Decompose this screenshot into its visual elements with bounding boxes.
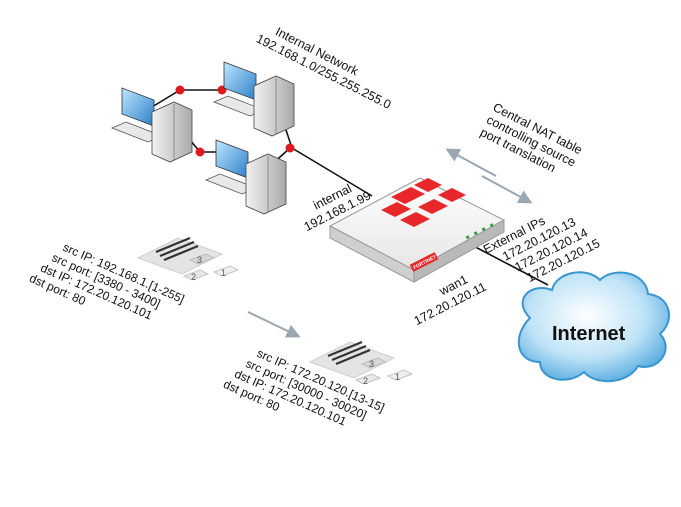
packet-after: 3 2 1	[308, 340, 414, 386]
fortinet-logo-icon	[381, 178, 466, 227]
fragment-number: 3	[369, 359, 374, 369]
fragment-number: 2	[363, 376, 368, 386]
packet-icon	[136, 237, 224, 275]
nat-arrow-down	[481, 175, 533, 204]
packet-before: 3 2 1	[136, 236, 240, 282]
workstation-3	[204, 139, 287, 215]
packet-fragment	[212, 265, 240, 277]
nat-arrow-up	[445, 148, 497, 177]
server-tower-icon	[245, 153, 287, 215]
link-dot	[195, 147, 205, 157]
fragment-number: 2	[191, 272, 196, 282]
internet-cloud: Internet	[517, 271, 670, 383]
link-dot	[285, 143, 295, 153]
packet-fragment	[182, 269, 210, 281]
workstation-1	[110, 87, 193, 163]
server-tower-icon	[151, 101, 193, 163]
packet-fragment	[354, 373, 382, 385]
workstation-2	[212, 61, 295, 137]
internet-label: Internet	[552, 323, 626, 345]
packet-fragment	[386, 369, 414, 381]
appliance-side	[413, 219, 505, 283]
fragment-number: 3	[197, 255, 202, 265]
port-leds	[465, 223, 494, 240]
packet-icon	[308, 341, 396, 379]
cloud-icon	[517, 271, 670, 383]
fragment-number: 1	[221, 268, 226, 278]
link-top-left	[151, 89, 222, 108]
monitor-icon	[223, 61, 257, 101]
link-dot	[175, 85, 185, 95]
fragment-number: 1	[395, 372, 400, 382]
packet-fragment	[360, 357, 388, 369]
fortigate-appliance: FORTINET	[328, 177, 506, 283]
link-top-right	[281, 117, 373, 197]
monitor-icon	[121, 87, 155, 127]
server-tower-icon	[253, 75, 295, 137]
translation-arrow	[247, 311, 301, 338]
brand-badge	[409, 252, 439, 272]
packet-fragment	[188, 253, 216, 265]
monitor-icon	[215, 139, 249, 179]
central-nat-note: Central NAT table controlling source por…	[478, 100, 585, 175]
